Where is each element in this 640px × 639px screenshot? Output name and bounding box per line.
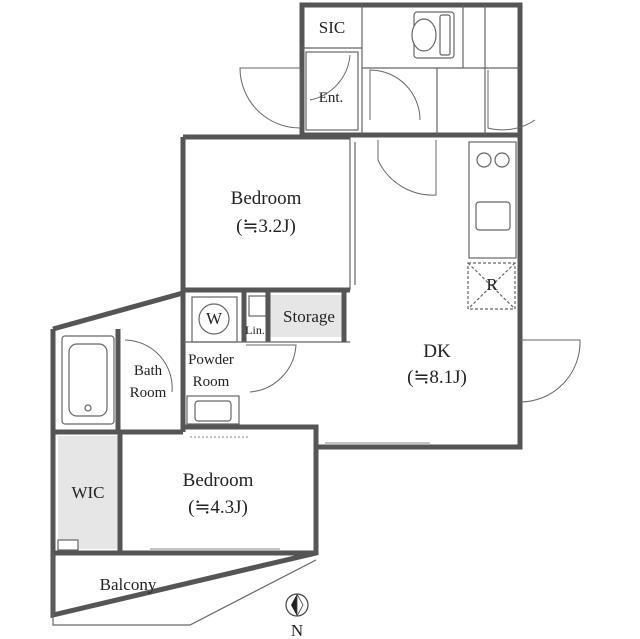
label-powder-line2: Room [193,374,230,390]
label-bedroom2-size: (≒4.3J) [188,497,248,518]
bath [53,329,183,435]
label-dk-size: (≒8.1J) [407,367,467,388]
label-storage: Storage [283,307,335,326]
wic-walls [53,432,316,556]
bedroom1-walls [183,137,356,293]
windows [150,436,430,550]
label-entrance: Ent. [319,90,344,106]
label-wic: WIC [71,483,104,502]
label-washer: W [206,309,223,328]
label-bedroom1-name: Bedroom [231,188,302,209]
dk-door [377,140,437,196]
wic-shade [58,436,120,549]
label-bath-line2: Room [130,385,167,401]
label-powder-line1: Powder [188,352,234,368]
kitchen-counter [468,141,517,259]
compass-icon [285,593,309,617]
label-balcony: Balcony [100,575,157,594]
label-bath-line1: Bath [134,363,163,379]
wash-area [183,290,350,343]
powder-door [246,344,297,393]
balcony-outline [52,553,317,626]
label-bedroom1-size: (≒3.2J) [236,216,296,237]
label-linen: Lin. [245,323,265,337]
storage-shade [269,295,344,337]
sink [186,395,240,425]
label-sic: SIC [319,18,345,37]
label-dk-name: DK [423,341,451,362]
label-refrigerator: R [486,275,498,294]
compass-label: N [291,621,303,639]
dk-side-door [519,339,581,403]
label-bedroom2-name: Bedroom [183,470,254,491]
refrigerator [467,262,516,310]
entry-block [299,2,523,138]
entry-doors [239,54,536,131]
toilet-icon [411,11,455,59]
